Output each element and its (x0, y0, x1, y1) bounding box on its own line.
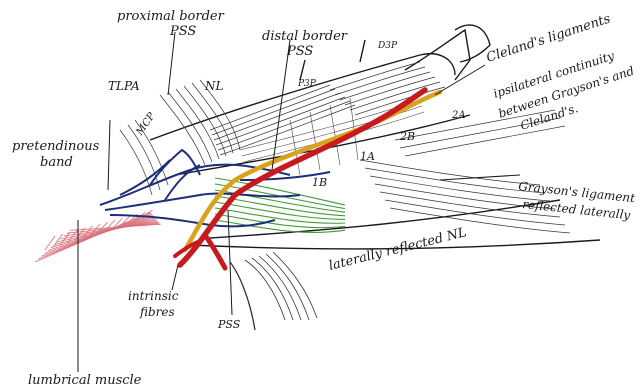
label-intrinsic-1: intrinsic (128, 289, 179, 303)
artery-branch (205, 235, 225, 268)
lumbrical-muscle-shape (35, 210, 161, 262)
label-p3p: P3P (297, 79, 317, 89)
label-pss-bottom: PSS (217, 318, 241, 331)
label-lumbrical: lumbrical muscle (28, 373, 142, 388)
label-2b: 2B (399, 130, 415, 143)
blue-fibre (165, 165, 200, 200)
label-d3p: D3P (377, 41, 398, 51)
blue-fibre (105, 194, 300, 210)
nl-fibres (120, 80, 240, 195)
label-pretendinous-1: pretendinous (12, 139, 100, 154)
label-pss-top: PSS (169, 24, 196, 39)
blue-fibre (100, 165, 290, 205)
label-1a: 1A (360, 150, 375, 163)
label-2a: 2A (451, 110, 466, 121)
label-proximal-border: proximal border (117, 9, 225, 24)
label-tlpa: TLPA (108, 79, 140, 93)
blue-fibre (150, 150, 200, 185)
label-1b: 1B (312, 176, 327, 189)
lumbrical-fibre (57, 220, 156, 242)
lumbrical-cross-fibre (45, 236, 55, 250)
label-pretendinous-2: band (40, 155, 73, 170)
label-pss-distal: PSS (286, 44, 313, 59)
reflected-nl-flap (230, 252, 317, 330)
blue-fibre (120, 160, 170, 195)
label-intrinsic-2: fibres (139, 305, 175, 319)
labels: proximal border PSS distal border PSS D3… (12, 9, 636, 388)
label-mcp: MCP (134, 111, 158, 139)
green-fibre (215, 208, 345, 223)
lumbrical-fibre (67, 223, 160, 233)
label-distal-border: distal border (262, 29, 348, 44)
label-nl: NL (204, 79, 224, 93)
